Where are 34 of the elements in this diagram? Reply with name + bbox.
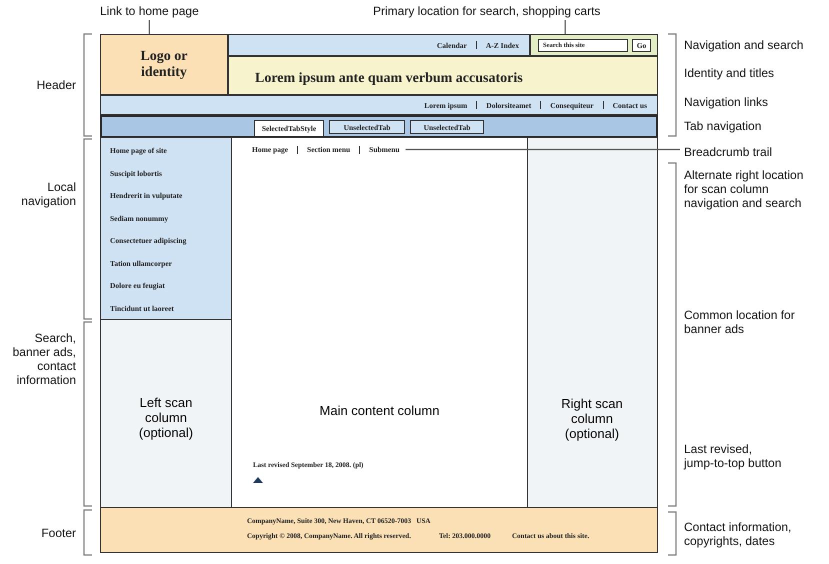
footer-band [100, 507, 658, 553]
annotation-label: Contact information, copyrights, dates [684, 520, 792, 548]
left-scan-column [100, 319, 232, 508]
search-field [538, 39, 628, 52]
column-label: Left scan column (optional) [138, 395, 194, 440]
utility-nav-bar [228, 34, 530, 56]
annotation-label: Last revised, jump-to-top button [684, 442, 782, 470]
annotation-label: Breadcrumb trail [684, 145, 772, 159]
leader-line [406, 148, 680, 150]
annotation-label: Search, banner ads, contact information [12, 331, 76, 387]
column-label: Right scan column (optional) [560, 396, 624, 441]
annotation-label: Local navigation [20, 180, 76, 208]
annotation-label: Identity and titles [684, 66, 776, 80]
annotation-label: Header [36, 78, 76, 92]
annotation-label: Tab navigation [684, 119, 762, 133]
search-area [530, 34, 658, 56]
annotation-label: Alternate right location for scan column navigation and search [684, 168, 804, 210]
local-navigation-panel [100, 137, 232, 320]
leader-line [148, 20, 150, 34]
annotation-label: Link to home page [100, 4, 199, 18]
navigation-bar [100, 95, 658, 115]
annotation-label: Common location for banner ads [684, 308, 796, 336]
annotation-label: Primary location for search, shopping carts [373, 4, 600, 18]
identity-band [228, 56, 658, 95]
site-title: Lorem ipsum ante quam verbum accusatoris [255, 70, 523, 86]
placeholder-text: Logo or identity [139, 48, 189, 80]
annotation-label: Footer [40, 526, 76, 540]
right-scan-column [527, 137, 658, 508]
column-label: Main content column [318, 403, 440, 418]
tab-bar [100, 115, 658, 138]
annotation-label: Navigation links [684, 95, 770, 109]
identity-area [100, 34, 228, 95]
annotation-label: Navigation and search [684, 38, 804, 52]
leader-line [564, 20, 566, 34]
